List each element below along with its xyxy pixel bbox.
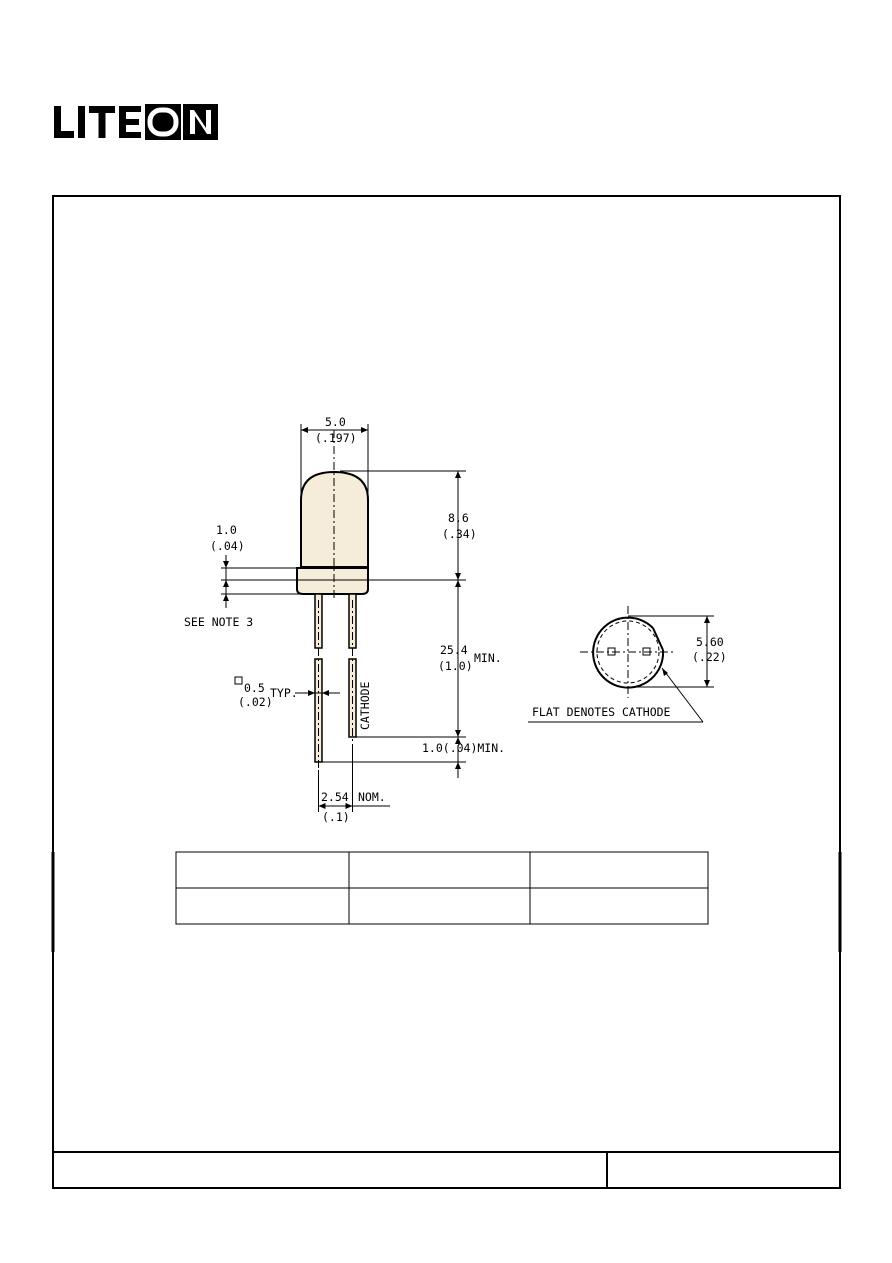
lead-length-mm-label: 25.4	[440, 643, 468, 657]
led-side-view	[296, 430, 369, 770]
dome-height-in-label: (.34)	[442, 527, 477, 541]
liteon-logo	[54, 104, 218, 140]
part-table	[175, 851, 709, 925]
cathode-label: CATHODE	[358, 681, 372, 730]
pitch-suffix: NOM.	[358, 790, 386, 804]
bottom-offset-dimension: 1.0(.04)MIN.	[322, 737, 505, 778]
dome-height-mm-label: 8.6	[448, 511, 469, 525]
dome-height-dimension: 8.6 (.34)	[340, 470, 477, 581]
lead-length-suffix: MIN.	[474, 651, 502, 665]
flat-note-label: FLAT DENOTES CATHODE	[532, 705, 671, 719]
drawing-frame	[52, 195, 841, 1189]
flange-in-label: (.04)	[210, 539, 245, 553]
diameter-mm-label: 5.60	[696, 635, 724, 649]
lead-square-mm-label: 0.5	[244, 681, 265, 695]
see-note-label: SEE NOTE 3	[184, 615, 253, 629]
flange-mm-label: 1.0	[216, 523, 237, 537]
flange-dimension: 1.0 (.04) SEE NOTE 3	[184, 523, 303, 629]
pitch-dimension: 2.54 NOM. (.1)	[318, 745, 390, 824]
diameter-in-label: (.22)	[692, 650, 727, 664]
width-mm-label: 5.0	[325, 415, 346, 429]
led-bottom-view: 5.60 (.22) FLAT DENOTES CATHODE	[528, 606, 727, 723]
lead-square-suffix: TYP.	[270, 686, 298, 700]
width-dimension: 5.0 (.197)	[300, 415, 369, 495]
pitch-in-label: (.1)	[322, 810, 350, 824]
lead-square-dimension: 0.5 (.02) TYP.	[234, 676, 340, 709]
lead-square-in-label: (.02)	[238, 695, 273, 709]
lead-length-dimension: 25.4 (1.0) MIN.	[356, 580, 502, 738]
lead-length-in-label: (1.0)	[438, 659, 473, 673]
width-in-label: (.197)	[315, 431, 357, 445]
bottom-offset-label: 1.0(.04)MIN.	[422, 741, 505, 755]
pitch-mm-label: 2.54	[321, 790, 349, 804]
